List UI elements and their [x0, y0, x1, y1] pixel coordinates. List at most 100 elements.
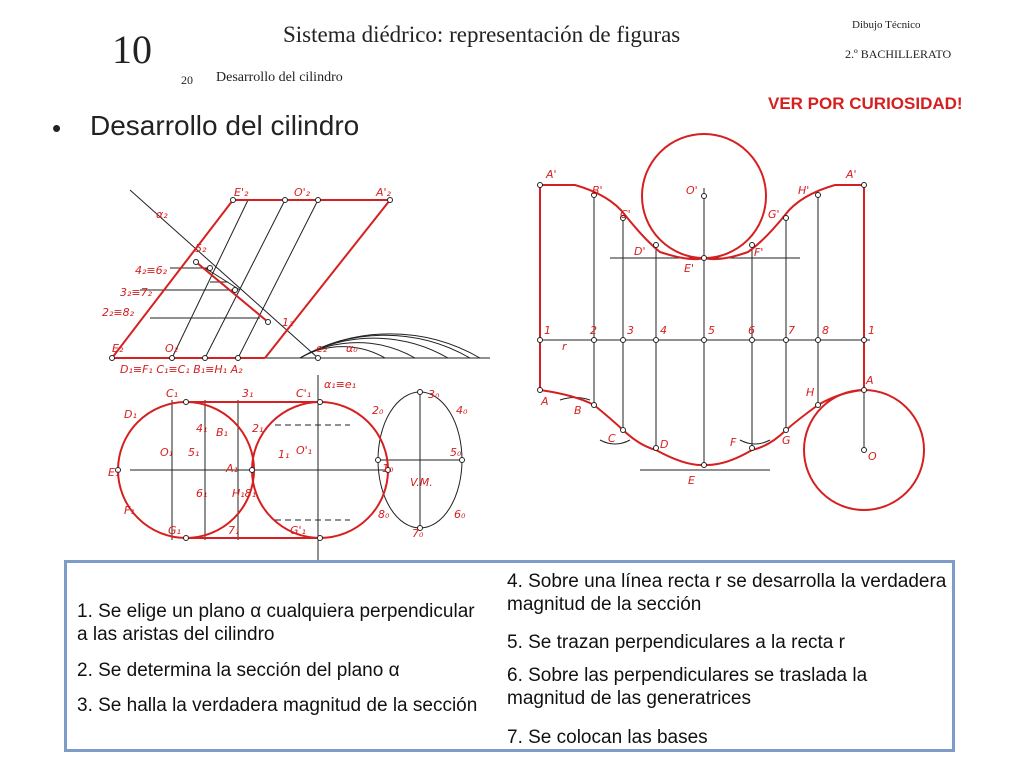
chapter-number: 10: [112, 27, 152, 72]
label-line-2: 2: [590, 324, 597, 337]
left-labels: E'₂ O'₂ A'₂ α₂ 5₂ 4₂≡6₂ 3₂≡7₂ 2₂≡8₂ 1₂ E…: [102, 186, 468, 540]
label-one1: 1₁: [278, 448, 289, 461]
course-label: 2.º BACHILLERATO: [845, 47, 952, 61]
label-seven1: 7₁: [228, 524, 239, 537]
label-line-3: 3: [627, 324, 634, 337]
label-four0: 4₀: [456, 404, 468, 417]
section-line: [195, 261, 269, 323]
step-5: 5. Se trazan perpendiculares a la recta …: [507, 632, 845, 653]
page-title: Sistema diédrico: representación de figu…: [283, 22, 681, 47]
label-alpha0: α₀: [346, 342, 358, 355]
bottom-development-curve: [539, 389, 865, 467]
label-seven0: 7₀: [412, 527, 424, 540]
label-eight0: 8₀: [378, 508, 390, 521]
page-subtitle: Desarrollo del cilindro: [216, 70, 343, 85]
label-vm: V.M.: [410, 476, 433, 489]
label-six1: 6₁: [196, 487, 207, 500]
page-number: 20: [181, 73, 193, 87]
label-b1: B₁: [216, 426, 228, 439]
bullet-glyph: •: [52, 113, 62, 143]
label-five1: 5₁: [188, 446, 199, 459]
step-7: 7. Se colocan las bases: [507, 727, 708, 748]
label-bottom-center: O: [868, 450, 877, 463]
development-labels: A' B' C' D' E' F' G' H' A' O' 1 2 3 4 5 …: [540, 168, 877, 487]
label-a2p: A'₂: [375, 186, 392, 199]
label-three1: 3₁: [242, 387, 253, 400]
label-top-b: B': [592, 184, 603, 197]
label-bottom-f: F: [730, 436, 737, 449]
generatrix-2: [204, 199, 286, 359]
label-line-6: 6: [748, 324, 755, 337]
generatrix-1: [171, 199, 249, 359]
label-bottom-a-end: A: [865, 374, 874, 387]
step-2: 2. Se determina la sección del plano α: [77, 660, 400, 681]
label-bottom-g: G: [782, 434, 791, 447]
label-bottom-c: C: [608, 432, 616, 445]
steps-box: 1. Se elige un plano α cualquiera perpen…: [64, 560, 955, 752]
label-e2: E₂: [112, 342, 124, 355]
label-four1: 4₁: [196, 422, 207, 435]
label-one0: 1₀: [382, 462, 394, 475]
right-outline-elevation: [264, 199, 391, 359]
label-top-f: F': [754, 246, 763, 259]
label-top-h: H': [798, 184, 809, 197]
label-alpha1: α₁≡e₁: [324, 378, 356, 391]
left-outline-elevation: [111, 199, 234, 359]
label-four6: 4₂≡6₂: [135, 264, 168, 277]
label-bottom-e: E: [688, 474, 695, 487]
label-g1: G₁: [168, 524, 181, 537]
development-dots: [537, 182, 867, 468]
label-line-4: 4: [660, 324, 667, 337]
arc-5: [299, 346, 386, 359]
label-line-1: 1: [544, 324, 551, 337]
label-top-a: A': [545, 168, 557, 181]
label-c1: C₁: [166, 387, 178, 400]
label-g1p: G'₁: [290, 524, 306, 537]
label-o2p: O'₂: [294, 186, 311, 199]
left-construction: [112, 189, 490, 565]
curiosity-note: VER POR CURIOSIDAD!: [768, 94, 963, 113]
label-e1: E₁: [108, 466, 119, 479]
label-top-c: C': [620, 208, 631, 221]
label-bottom-h: H: [806, 386, 814, 399]
label-e2-lower: e₂: [316, 342, 328, 355]
label-two1: 2₁: [252, 422, 263, 435]
label-o2: O₂: [165, 342, 179, 355]
label-one2: 1₂: [282, 316, 294, 329]
label-o1p: O'₁: [296, 444, 312, 457]
subject-label: Dibujo Técnico: [852, 19, 921, 31]
label-six0: 6₀: [454, 508, 466, 521]
label-line-5: 5: [708, 324, 715, 337]
label-three0: 3₀: [428, 388, 440, 401]
step-4: 4. Sobre una línea recta r se desarrolla…: [507, 571, 947, 615]
label-ground-row: D₁≡F₁ C₁≡C₁ B₁≡H₁ A₂: [120, 363, 243, 376]
left-dots: [109, 197, 465, 541]
label-line-8: 8: [822, 324, 829, 337]
label-top-g: G': [768, 208, 780, 221]
label-top-a-end: A': [845, 168, 857, 181]
label-top-e: E': [684, 262, 694, 275]
label-five2: 5₂: [195, 242, 207, 255]
label-line-1-end: 1: [868, 324, 875, 337]
slide-heading: Desarrollo del cilindro: [90, 110, 360, 141]
generatrix-3: [237, 199, 319, 359]
label-h1b1: H₁8₁: [232, 487, 256, 500]
label-two0: 2₀: [372, 404, 384, 417]
label-alpha2: α₂: [156, 208, 168, 221]
label-f1: F₁: [124, 504, 135, 517]
label-a1: A₁: [225, 462, 238, 475]
label-o1: O₁: [160, 446, 173, 459]
label-c1p: C'₁: [296, 387, 311, 400]
label-line-r: r: [562, 340, 568, 353]
label-line-7: 7: [788, 324, 795, 337]
label-top-center: O': [686, 184, 698, 197]
step-1: 1. Se elige un plano α cualquiera perpen…: [77, 601, 475, 645]
label-d1: D₁: [124, 408, 137, 421]
step-3: 3. Se halla la verdadera magnitud de la …: [77, 695, 478, 716]
step-6: 6. Sobre las perpendiculares se traslada…: [507, 665, 868, 709]
label-e2p: E'₂: [234, 186, 249, 199]
label-bottom-d: D: [660, 438, 668, 451]
label-two8: 2₂≡8₂: [102, 306, 135, 319]
label-three7: 3₂≡7₂: [120, 286, 153, 299]
